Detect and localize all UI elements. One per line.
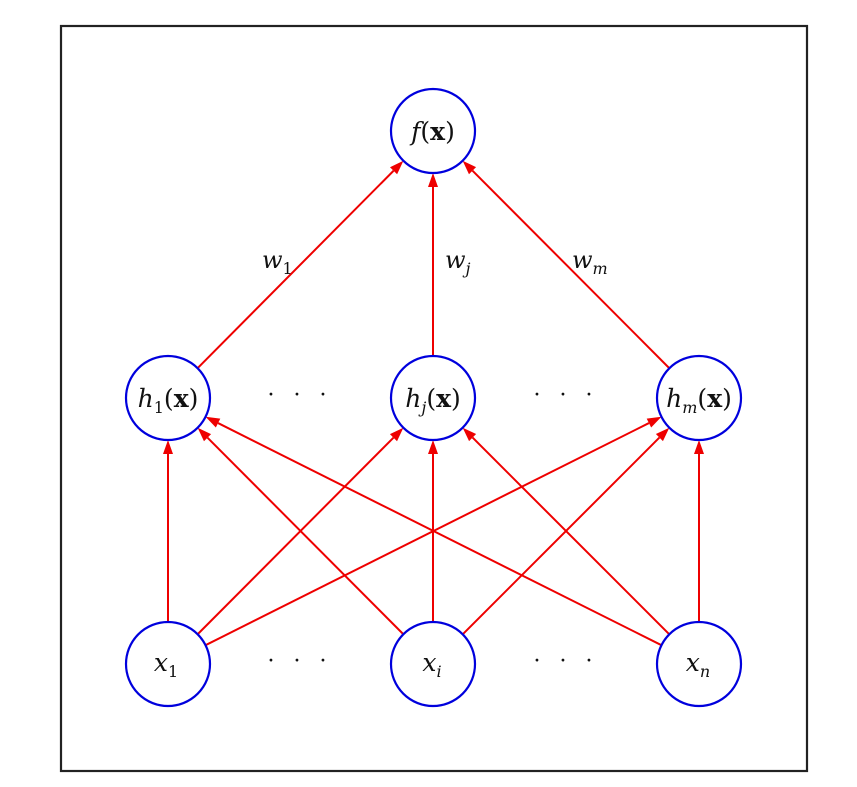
- edge-x1-to-hj: [196, 436, 395, 635]
- output-node: f(x): [389, 87, 477, 175]
- edge-xn-to-h1: [217, 422, 662, 647]
- arrowhead-h1-to-f: [390, 160, 404, 175]
- input-node-i: xi: [389, 620, 477, 708]
- input-node-1-label: x1: [154, 648, 178, 681]
- arrowhead-xn-to-hj: [462, 427, 477, 442]
- weight-label-1: w1: [262, 246, 293, 278]
- output-node-label: f(x): [409, 117, 455, 146]
- arrowhead-xn-to-hm: [694, 440, 704, 454]
- input-node-n-label: xn: [686, 648, 710, 681]
- hidden-node-m-circle: [655, 354, 743, 442]
- edge-hm-to-f: [471, 169, 671, 369]
- input-node-1-circle: [124, 620, 212, 708]
- hidden-node-j-label: hj(x): [405, 384, 461, 417]
- hidden-node-m: hm(x): [655, 354, 743, 442]
- edge-xi-to-hm: [461, 436, 661, 636]
- output-node-circle: [389, 87, 477, 175]
- hidden-ellipsis-left: · · ·: [268, 383, 333, 408]
- input-node-n-circle: [655, 620, 743, 708]
- hidden-node-j-circle: [389, 354, 477, 442]
- input-node-i-circle: [389, 620, 477, 708]
- input-ellipsis-left: · · ·: [268, 649, 333, 674]
- hidden-node-1: h1(x): [124, 354, 212, 442]
- weight-label-m: wm: [572, 246, 608, 278]
- arrowhead-xn-to-h1: [205, 416, 221, 428]
- input-node-n: xn: [655, 620, 743, 708]
- hidden-node-j: hj(x): [389, 354, 477, 442]
- hidden-node-m-label: hm(x): [666, 384, 732, 417]
- arrowhead-xi-to-hj: [428, 440, 438, 454]
- arrowhead-x1-to-hm: [646, 416, 662, 428]
- edge-h1-to-f: [196, 170, 395, 369]
- hidden-node-1-label: h1(x): [138, 384, 199, 417]
- arrowhead-hm-to-f: [462, 160, 477, 175]
- input-node-1: x1: [124, 620, 212, 708]
- edge-xn-to-hj: [471, 436, 671, 636]
- input-ellipsis-right: · · ·: [534, 649, 599, 674]
- hidden-node-1-circle: [124, 354, 212, 442]
- edges-group: [163, 160, 704, 647]
- arrowhead-x1-to-hj: [389, 427, 404, 442]
- edge-x1-to-hm: [205, 422, 650, 647]
- weight-label-j: wj: [445, 246, 471, 278]
- arrowhead-hj-to-f: [428, 173, 438, 187]
- input-node-i-label: xi: [422, 648, 441, 681]
- arrowhead-xi-to-hm: [655, 427, 670, 442]
- edge-xi-to-h1: [206, 436, 405, 635]
- diagram-frame: [59, 24, 809, 773]
- arrowhead-xi-to-h1: [197, 427, 212, 442]
- arrowhead-x1-to-h1: [163, 440, 173, 454]
- hidden-ellipsis-right: · · ·: [534, 383, 599, 408]
